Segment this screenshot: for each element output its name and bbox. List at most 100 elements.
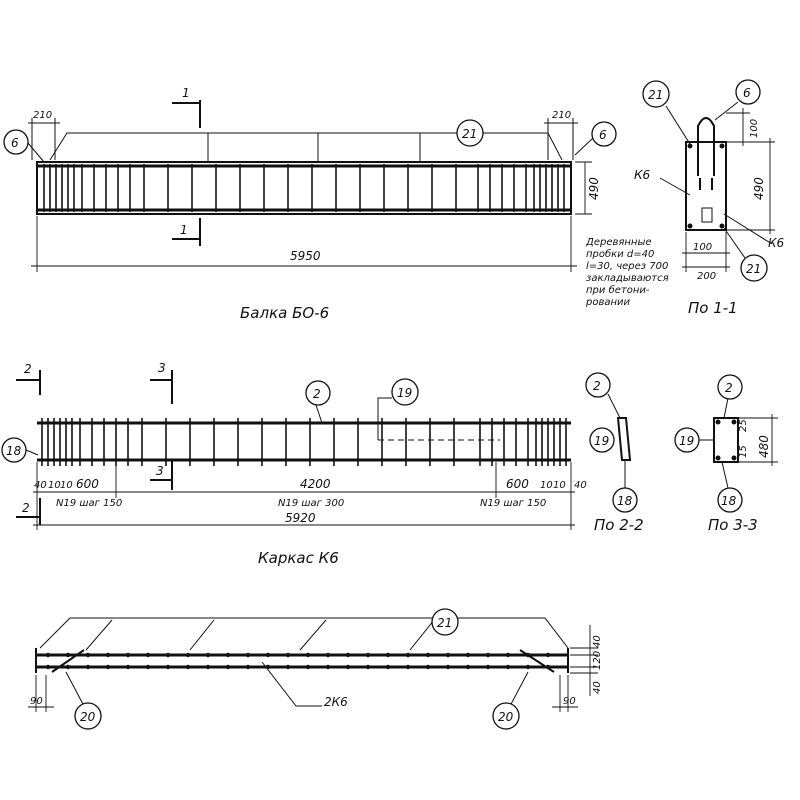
rebar-dot [715,455,721,461]
plan-rebar-dot [225,664,231,670]
mark-bubble [305,380,331,406]
frame-seg-left: 40 [34,480,47,491]
frame-spacing-right: N19 шаг 150 [480,498,546,509]
plan-rebar-dot [185,652,191,658]
mark-bubble [585,372,611,398]
frame-spacing-left: N19 шаг 150 [56,498,122,509]
plan-rebar-dot [245,652,251,658]
plan-view: 21 2К6 20 20 90 90 40 120 40 [28,608,603,730]
section-3-3: 480 25 15 2 19 18 По 3-3 [674,374,778,534]
plan-rebar-dot [465,652,471,658]
plan-rebar-dot [305,652,311,658]
plan-rebar-dot [425,664,431,670]
section-1-1-dim-height: 490 [752,177,766,200]
plan-hanger [189,619,215,651]
plan-mark-right: 20 [498,710,514,724]
mark-bubble [3,129,29,155]
plan-rebar-dot [65,664,71,670]
frame-length-dim: 5920 [285,511,316,525]
plan-dim-right-bottom: 40 [592,681,603,694]
beam-loop-lines [49,132,563,161]
leader-line [574,137,594,156]
plan-rebar-dot [485,664,491,670]
plan-rebar-dot [65,652,71,658]
section-3-3-mark-top: 2 [725,381,733,395]
plan-rebar-dot [405,664,411,670]
plan-dim-right-mid: 120 [592,651,603,670]
frame-mark-stirrup: 19 [397,386,412,400]
beam-end-right-dim: 210 [552,110,571,121]
leader-line [25,449,39,456]
section-2-2-mark-mid: 19 [594,434,609,448]
plan-rebar-dot [445,652,451,658]
section-1-1-outline [685,141,727,231]
mark-bubble [674,427,700,453]
beam-outline [36,161,572,215]
plan-rebar-dot [305,664,311,670]
frame-seg-right: 10 [540,480,553,491]
beam-length-dim: 5950 [290,249,321,263]
plan-rebar-dot [325,664,331,670]
mark-bubble [612,487,638,513]
plan-rebar-dot [405,652,411,658]
plan-mark-left: 20 [80,710,96,724]
beam-elevation: 210 210 490 5950 1 1 6 6 21 Балка БО-6 [3,86,617,322]
plan-rebar-dot [545,652,551,658]
plan-rebar-dot [225,652,231,658]
mark-bubble [74,702,102,730]
plan-rebar-dot [45,664,51,670]
plan-rebar-dot [85,664,91,670]
section-1-1-dim-inner: 100 [693,242,712,253]
frame-mark-left: 18 [6,444,22,458]
section-1-1-loop [697,117,715,176]
section-3-3-dim-height: 480 [757,435,771,458]
frame-title: Каркас К6 [258,549,339,567]
section-3-3-mark-side: 19 [679,434,694,448]
beam-end-left-dim: 210 [33,110,52,121]
plan-rebar-dot [165,664,171,670]
note-line: ровании [585,297,631,308]
beam-mark-right: 6 [599,128,607,142]
plan-rebar-dot [365,664,371,670]
plan-rebar-dot [285,664,291,670]
rebar-dot [719,223,725,229]
frame-seg-left: 10 [48,480,61,491]
frame-section-mark-2-bottom: 2 [22,501,30,515]
plan-rebar-dot [265,652,271,658]
leader-line [65,671,85,707]
plan-end-right-dim: 90 [563,696,576,707]
section-3-3-title: По 3-3 [708,516,758,534]
plan-rebar-dot [285,652,291,658]
plan-rebar-dot [105,664,111,670]
rebar-dot [715,419,721,425]
leader-line [665,105,691,145]
leader-line [27,142,45,163]
section-1-1: 100 490 100 200 К6 К6 21 6 21 Деревянные… [585,79,785,317]
section-1-1-k6-right: К6 [768,236,785,250]
frame-seg-left: 10 [60,480,73,491]
plan-hanger [409,619,435,651]
mark-bubble [717,487,743,513]
note-line: Деревянные [585,237,652,248]
section-mark-1-bottom: 1 [180,223,188,237]
beam-mark-left: 6 [11,136,19,150]
plan-rebar-dot [445,664,451,670]
mark-bubble [589,427,615,453]
plan-rebar-dot [85,652,91,658]
frame-seg-right: 10 [553,480,566,491]
section-1-1-mark-top-right: 6 [743,86,751,100]
beam-height-dim: 490 [587,177,601,200]
plan-rebar-dot [365,652,371,658]
plan-diagonal [51,649,85,673]
plan-rebar-dot [345,664,351,670]
rebar-dot [731,419,737,425]
section-1-1-mark-bottom: 21 [746,262,761,276]
section-3-3-dim-b: 15 [738,445,749,458]
leader-line [714,101,739,121]
mark-bubble [391,378,419,406]
frame-k6: 19 2 18 2 2 3 3 40 10 10 600 4200 600 10… [1,361,587,567]
plan-hanger [299,619,327,651]
mark-bubble [717,374,743,400]
leader-line [723,397,729,419]
section-2-2-profile [616,417,632,461]
